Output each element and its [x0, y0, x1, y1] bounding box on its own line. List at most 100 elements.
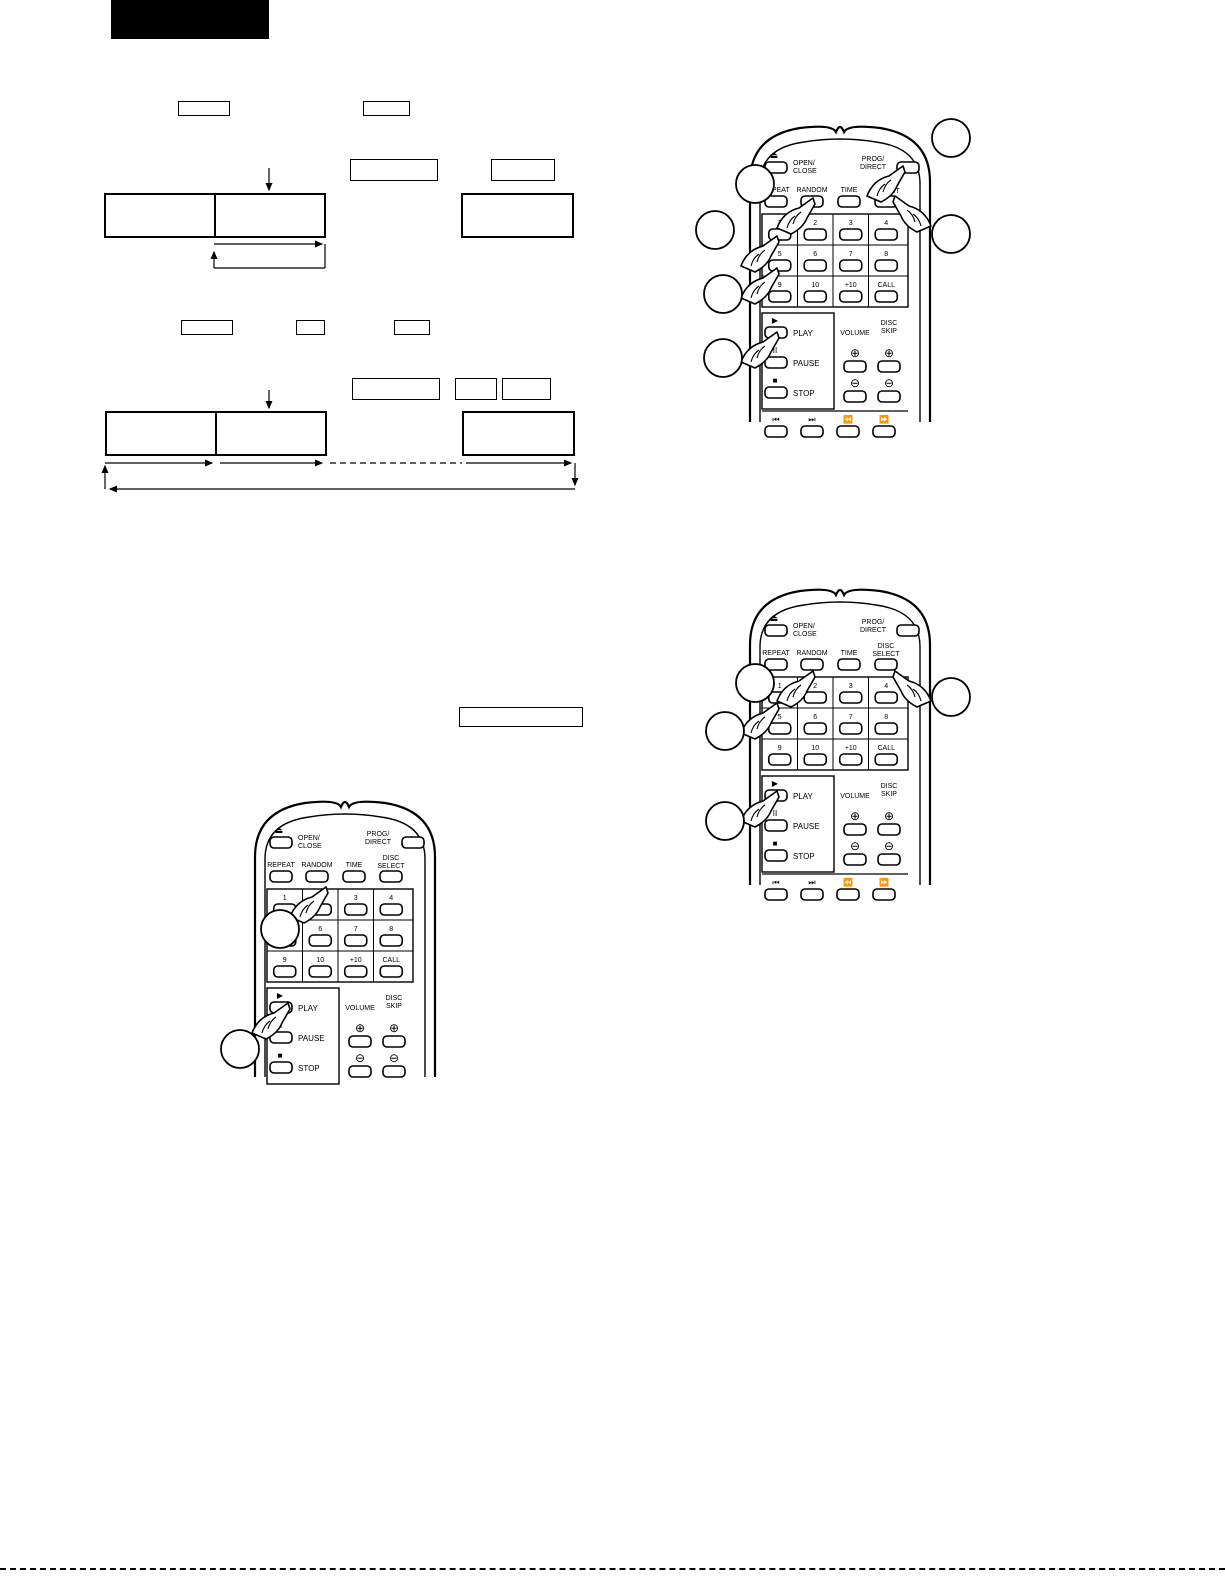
number-8-button[interactable] — [874, 722, 899, 735]
repeat-button[interactable] — [764, 658, 788, 671]
disc-skip-down-button[interactable] — [877, 390, 901, 403]
skip-button[interactable] — [872, 425, 896, 438]
prog-direct-button[interactable] — [896, 624, 920, 637]
step-circle — [931, 118, 971, 158]
number-10-button[interactable] — [308, 965, 333, 978]
disc-skip-label: SKIP — [881, 791, 897, 798]
repeat-button[interactable] — [764, 195, 788, 208]
disc-select-label: SELECT — [872, 651, 900, 658]
number-label: 6 — [813, 714, 817, 721]
repeat-button[interactable] — [269, 870, 293, 883]
number-9-button[interactable] — [767, 753, 792, 766]
disc-skip-up-button[interactable] — [382, 1035, 406, 1048]
number-4-button[interactable] — [874, 691, 899, 704]
prog-direct-button[interactable] — [401, 836, 425, 849]
disc-skip-up-button[interactable] — [877, 823, 901, 836]
volume-down-button[interactable] — [843, 390, 867, 403]
number-CALL-button[interactable] — [874, 290, 899, 303]
skip-button[interactable] — [836, 888, 860, 901]
pointing-hand-icon — [705, 790, 780, 841]
number-4-button[interactable] — [379, 903, 404, 916]
hand-finger-lines — [750, 345, 766, 363]
disc-skip-down-button[interactable] — [877, 853, 901, 866]
disc-select-label: DISC — [878, 643, 895, 650]
number-label: 10 — [811, 282, 819, 289]
volume-up-button[interactable] — [843, 823, 867, 836]
play-icon: ▶ — [277, 991, 284, 1000]
number-7-button[interactable] — [838, 259, 863, 272]
number-2-button[interactable] — [803, 691, 828, 704]
minus-icon: ⊖ — [850, 376, 860, 390]
stop-button[interactable] — [269, 1061, 293, 1074]
disc-select-button[interactable] — [874, 658, 898, 671]
stop-label: STOP — [793, 852, 815, 861]
skip-button[interactable] — [764, 425, 788, 438]
plus-icon: ⊕ — [389, 1021, 399, 1035]
random-button[interactable] — [800, 658, 824, 671]
volume-down-button[interactable] — [348, 1065, 372, 1078]
minus-icon: ⊖ — [355, 1051, 365, 1065]
number-5-button[interactable] — [767, 259, 792, 272]
number-9-button[interactable] — [272, 965, 297, 978]
pause-icon: II — [773, 346, 777, 355]
skip-button[interactable] — [764, 888, 788, 901]
number-4-button[interactable] — [874, 228, 899, 241]
number-2-button[interactable] — [803, 228, 828, 241]
skip-button[interactable] — [800, 425, 824, 438]
number-CALL-button[interactable] — [874, 753, 899, 766]
time-button[interactable] — [837, 195, 861, 208]
number-+10-button[interactable] — [838, 753, 863, 766]
number-10-button[interactable] — [803, 753, 828, 766]
number-6-button[interactable] — [308, 934, 333, 947]
number-3-button[interactable] — [838, 228, 863, 241]
skip-button[interactable] — [836, 425, 860, 438]
volume-up-button[interactable] — [348, 1035, 372, 1048]
number-6-button[interactable] — [803, 722, 828, 735]
pause-button[interactable] — [764, 819, 788, 832]
volume-label: VOLUME — [345, 1005, 375, 1012]
prog-direct-label: DIRECT — [365, 839, 392, 846]
disc-select-button[interactable] — [379, 870, 403, 883]
disc-skip-up-button[interactable] — [877, 360, 901, 373]
time-button[interactable] — [342, 870, 366, 883]
minus-icon: ⊖ — [884, 839, 894, 853]
number-5-button[interactable] — [767, 722, 792, 735]
open-close-button[interactable] — [764, 624, 788, 637]
volume-down-button[interactable] — [843, 853, 867, 866]
disc-skip-down-button[interactable] — [382, 1065, 406, 1078]
number-+10-button[interactable] — [838, 290, 863, 303]
stop-button[interactable] — [764, 849, 788, 862]
number-3-button[interactable] — [838, 691, 863, 704]
open-close-button[interactable] — [269, 836, 293, 849]
number-+10-button[interactable] — [343, 965, 368, 978]
skip-icon: ⏭ — [808, 415, 815, 424]
play-icon: ▶ — [772, 779, 779, 788]
number-CALL-button[interactable] — [379, 965, 404, 978]
remote-inner-outline — [759, 601, 921, 885]
number-label: 2 — [813, 220, 817, 227]
number-10-button[interactable] — [803, 290, 828, 303]
number-8-button[interactable] — [874, 259, 899, 272]
number-3-button[interactable] — [343, 903, 368, 916]
step-circle — [703, 338, 743, 378]
disc-skip-label: DISC — [881, 783, 898, 790]
number-6-button[interactable] — [803, 259, 828, 272]
number-label: 4 — [884, 683, 888, 690]
display-indicator-box — [296, 320, 325, 335]
skip-button[interactable] — [872, 888, 896, 901]
number-8-button[interactable] — [379, 934, 404, 947]
stop-button[interactable] — [764, 386, 788, 399]
number-label: +10 — [350, 957, 362, 964]
skip-button[interactable] — [800, 888, 824, 901]
disc-skip-label: SKIP — [881, 328, 897, 335]
volume-up-button[interactable] — [843, 360, 867, 373]
number-7-button[interactable] — [838, 722, 863, 735]
number-label: 6 — [318, 926, 322, 933]
number-7-button[interactable] — [343, 934, 368, 947]
pause-button[interactable] — [764, 356, 788, 369]
random-button[interactable] — [305, 870, 329, 883]
number-9-button[interactable] — [767, 290, 792, 303]
disc-skip-label: DISC — [881, 320, 898, 327]
time-button[interactable] — [837, 658, 861, 671]
open-close-label: OPEN/ — [298, 835, 320, 842]
